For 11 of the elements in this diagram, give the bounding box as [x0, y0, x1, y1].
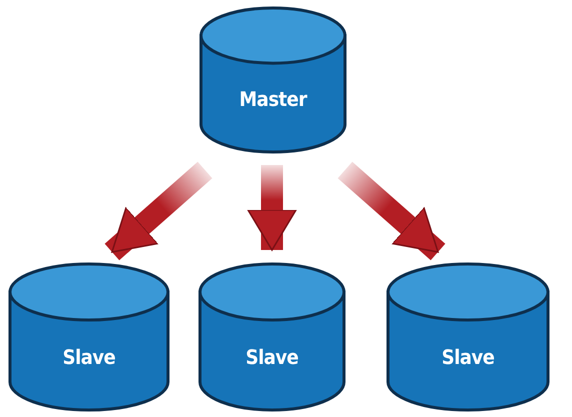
node-label: Slave — [440, 344, 496, 368]
node-label: Slave — [62, 344, 116, 368]
arrow — [338, 162, 446, 260]
arrow — [104, 162, 212, 260]
node-label: Slave — [244, 344, 300, 368]
database-cylinder — [8, 262, 170, 412]
arrow — [247, 165, 297, 251]
database-cylinder — [200, 6, 346, 154]
database-cylinder — [198, 262, 346, 412]
database-cylinder — [386, 262, 550, 412]
node-label: Master — [238, 87, 308, 112]
